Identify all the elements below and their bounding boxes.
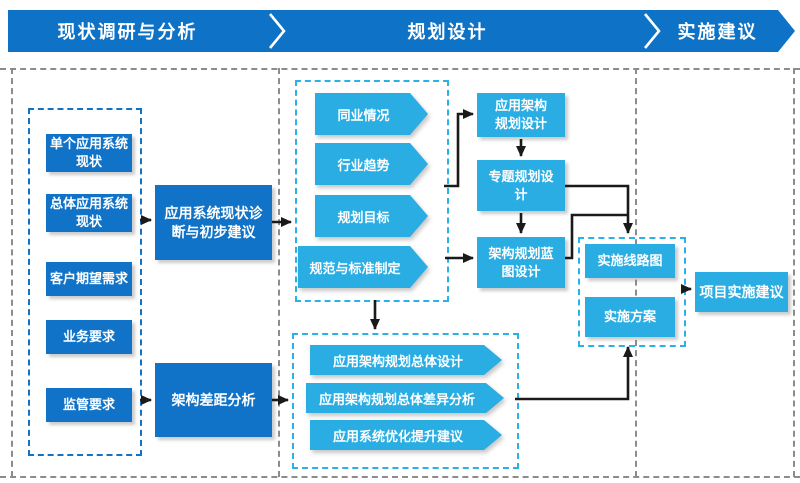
outputs-group-box (292, 333, 519, 469)
node-implementation-roadmap: 实施线路图 (585, 244, 675, 278)
node-implementation-plan: 实施方案 (585, 297, 675, 337)
node-standards-setting: 规范与标准制定 (298, 246, 428, 288)
node-overall-design: 应用架构规划总体设计 (310, 345, 502, 375)
inputs-group-box (28, 108, 142, 456)
arrow-outputs-to-implementation (515, 346, 633, 401)
node-overall-app-status: 总体应用系统 现状 (46, 194, 132, 232)
node-overall-gap-analysis: 应用架构规划总体差异分析 (306, 383, 504, 413)
frame-left-line (11, 68, 13, 477)
phase-title-implementation: 实施建议 (677, 22, 758, 42)
node-arch-blueprint-design: 架构规划蓝 图设计 (477, 237, 565, 288)
node-customer-expectations: 客户期望需求 (46, 262, 132, 296)
node-project-implementation-suggestion: 项目实施建议 (695, 272, 788, 312)
frame-right-line (793, 68, 795, 477)
node-optimization-suggestions: 应用系统优化提升建议 (310, 420, 502, 450)
node-industry-trends: 行业趋势 (315, 143, 428, 185)
phase-title-research: 现状调研与分析 (57, 22, 198, 42)
node-regulatory-requirements: 监管要求 (46, 388, 132, 422)
phase-title-planning: 规划设计 (407, 22, 488, 42)
node-peer-situation: 同业情况 (315, 93, 428, 135)
node-planning-goals: 规划目标 (315, 195, 428, 237)
node-business-requirements: 业务要求 (46, 320, 132, 354)
phase-divider-1 (278, 68, 280, 477)
node-single-app-status: 单个应用系统 现状 (46, 134, 132, 172)
node-gap-analysis: 架构差距分析 (155, 363, 272, 437)
node-app-arch-planning-design: 应用架构 规划设计 (477, 93, 565, 137)
phase-banner (8, 10, 795, 52)
frame-top-line (0, 68, 800, 70)
frame-bottom-line (0, 476, 800, 478)
node-special-topic-planning: 专题规划设 计 (477, 160, 565, 211)
node-status-diagnosis: 应用系统现状诊 断与初步建议 (155, 185, 272, 260)
research-group-box (295, 80, 449, 302)
arrow-topic-to-implementation (565, 184, 633, 234)
